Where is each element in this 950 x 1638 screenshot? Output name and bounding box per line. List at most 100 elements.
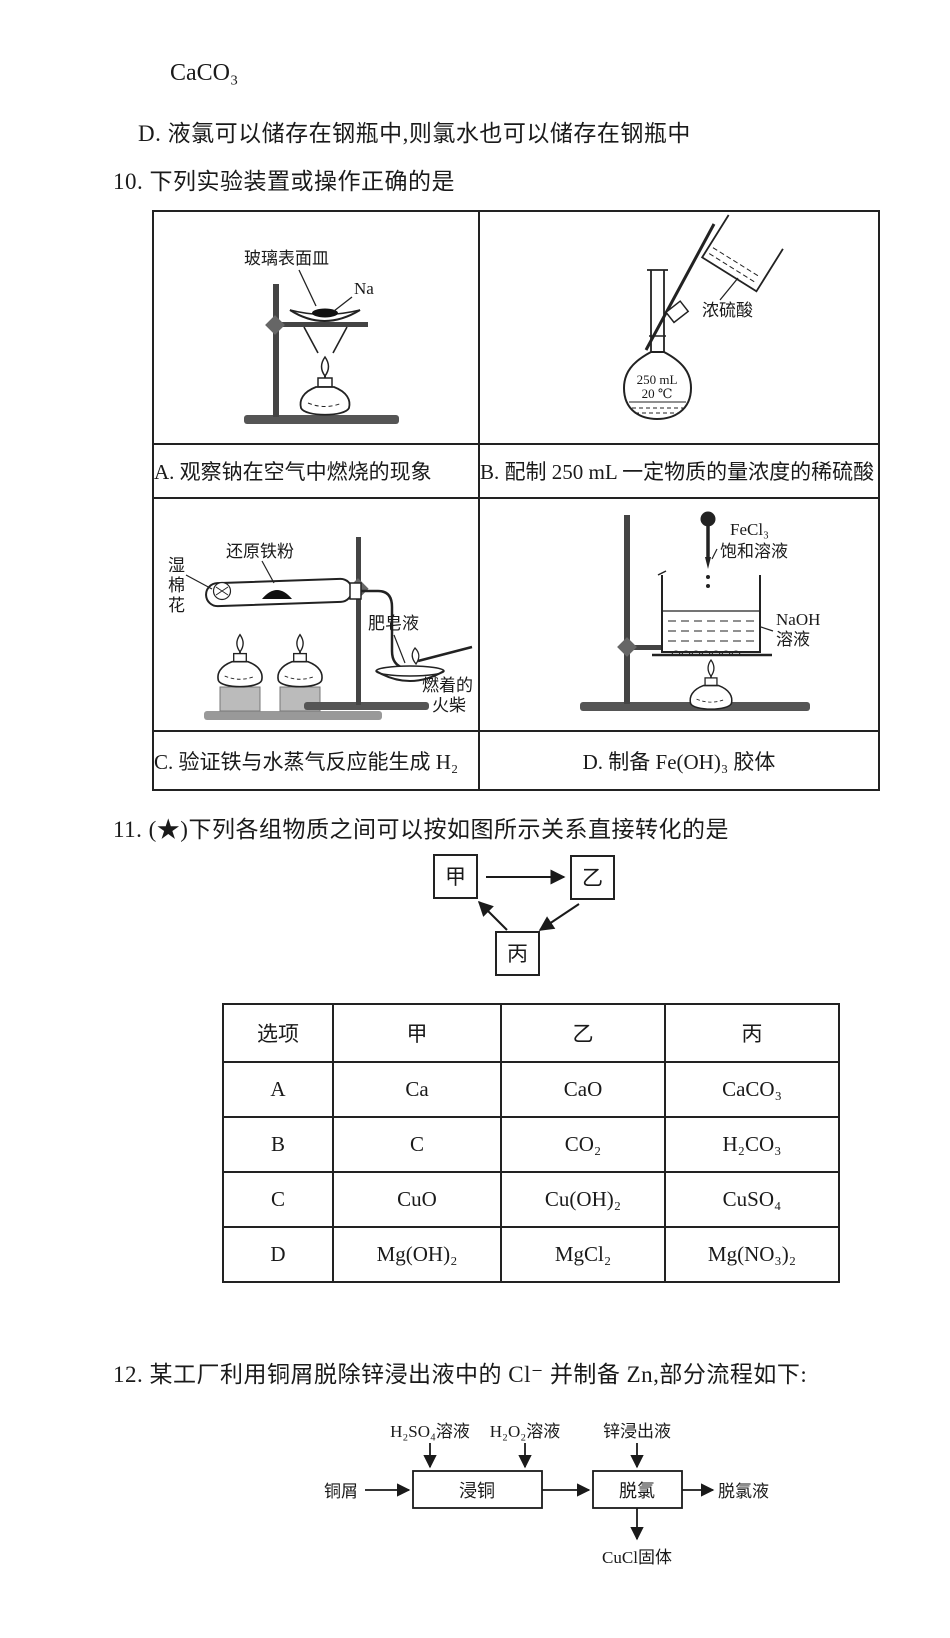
apparatus-b-svg: 250 mL 20 ℃ 浓硫酸: [622, 214, 784, 421]
wire-gauze: [652, 650, 772, 657]
glass-rod: [644, 223, 716, 351]
naoh-label: NaOH: [776, 610, 820, 629]
q11-cycle-diagram: 甲 乙 丙: [433, 854, 615, 976]
lamp-base-plate: [204, 686, 382, 720]
flow-input-leachate: 锌浸出液: [603, 1422, 671, 1441]
q11-d-bing: Mg(NO₃)₂: [664, 1226, 840, 1283]
q10-cell-d-diagram: FeCl₃ 饱和溶液 NaOH 溶液: [478, 497, 880, 732]
watch-glass-label: 玻璃表面皿: [244, 249, 329, 268]
q10-caption-a: A. 观察钠在空气中燃烧的现象: [152, 443, 480, 499]
acid-label: 浓硫酸: [702, 301, 753, 320]
watch-glass-leader: [298, 269, 317, 307]
q10-cell-a-diagram: 玻璃表面皿 Na: [152, 210, 480, 445]
q12-stem: 12. 某工厂利用铜屑脱除锌浸出液中的 Cl⁻ 并制备 Zn,部分流程如下:: [113, 1362, 808, 1387]
node-jia-box: [433, 854, 478, 899]
q11-d-option: D: [222, 1226, 334, 1283]
wet-cotton-label-1: 湿: [168, 556, 185, 575]
na-leader: [333, 296, 353, 312]
node-jia: 甲: [445, 865, 466, 889]
q11-stem: 11. (★)下列各组物质之间可以按如图所示关系直接转化的是: [113, 817, 729, 842]
q10-stem: 10. 下列实验装置或操作正确的是: [113, 169, 455, 194]
wet-cotton-leader: [185, 574, 213, 590]
q11-table: 选项 甲 乙 丙 A Ca CaO CaCO₃ B C CO₂ H₂CO₃ C …: [222, 1003, 840, 1283]
delivery-tube: [361, 589, 405, 670]
arrow-bing-to-jia: [477, 900, 508, 931]
alcohol-lamp: [689, 659, 733, 710]
beaker: [657, 570, 761, 653]
arrow-yi-to-bing: [538, 903, 580, 931]
formula-caco3: CaCO₃: [170, 60, 239, 86]
wet-cotton-label-2: 棉: [168, 576, 185, 595]
stopper: [349, 582, 362, 600]
soap-dish: [375, 665, 445, 682]
flow-box-tuolv-label: 脱氯: [619, 1481, 655, 1501]
volumetric-flask: 250 mL 20 ℃: [622, 269, 693, 421]
fecl3-label: FeCl₃: [730, 520, 769, 539]
q10-caption-b: B. 配制 250 mL 一定物质的量浓度的稀硫酸: [478, 443, 880, 499]
q11-row-c: C CuO Cu(OH)₂ CuSO₄: [222, 1171, 840, 1228]
flask-volume-mark: 250 mL: [637, 372, 678, 387]
q11-b-option: B: [222, 1116, 334, 1173]
iron-powder-label: 还原铁粉: [226, 542, 294, 561]
q11-a-bing: CaCO₃: [664, 1061, 840, 1118]
flow-input-h2so4: H₂SO₄溶液: [390, 1422, 470, 1441]
alcohol-lamp-left: [217, 633, 263, 688]
iron-powder-leader: [261, 560, 275, 584]
q11-row-b: B C CO₂ H₂CO₃: [222, 1116, 840, 1173]
q10-caption-d: D. 制备 Fe(OH)₃ 胶体: [478, 730, 880, 791]
soap-label: 肥皂液: [368, 614, 419, 633]
flow-input-copper: 铜屑: [324, 1482, 358, 1501]
q11-b-jia: C: [332, 1116, 502, 1173]
q11-c-bing: CuSO₄: [664, 1171, 840, 1228]
q11-a-option: A: [222, 1061, 334, 1118]
match-label-1: 燃着的: [422, 676, 473, 695]
q11-c-jia: CuO: [332, 1171, 502, 1228]
saturated-label: 饱和溶液: [720, 542, 788, 561]
q11-c-option: C: [222, 1171, 334, 1228]
reaction-tube: [205, 577, 362, 608]
apparatus-a-svg: 玻璃表面皿 Na: [244, 249, 399, 424]
apparatus-d-svg: FeCl₃ 饱和溶液 NaOH 溶液: [580, 511, 820, 711]
node-bing: 丙: [507, 942, 528, 966]
acid-leader: [719, 277, 739, 301]
q10-cell-c-diagram: 湿 棉 花 还原铁粉 肥皂液 燃着的 火柴: [152, 497, 480, 732]
dropper: [700, 511, 716, 588]
q11-header-jia: 甲: [332, 1003, 502, 1063]
q11-c-yi: Cu(OH)₂: [500, 1171, 666, 1228]
drop: [706, 584, 710, 588]
flow-output-liquid: 脱氯液: [718, 1482, 769, 1501]
q12-flow-diagram: H₂SO₄溶液 H₂O₂溶液 锌浸出液 铜屑 浸铜 脱氯 脱氯液 CuCl固体: [324, 1422, 769, 1567]
ring-arm: [276, 322, 368, 327]
na-label: Na: [354, 279, 374, 298]
watch-glass: [289, 308, 361, 322]
match-label-2: 火柴: [432, 696, 466, 715]
apparatus-c-svg: 湿 棉 花 还原铁粉 肥皂液 燃着的 火柴: [168, 537, 473, 720]
q11-b-bing: H₂CO₃: [664, 1116, 840, 1173]
flow-box-jintong: [412, 1470, 543, 1509]
drop: [706, 575, 710, 579]
q11-header-bing: 丙: [664, 1003, 840, 1063]
flow-input-h2o2: H₂O₂溶液: [490, 1422, 560, 1441]
q11-header-row: 选项 甲 乙 丙: [222, 1003, 840, 1063]
q11-b-yi: CO₂: [500, 1116, 666, 1173]
q11-a-jia: Ca: [332, 1061, 502, 1118]
option-d-text: D. 液氯可以储存在钢瓶中,则氯水也可以储存在钢瓶中: [138, 121, 691, 146]
q10-table: 玻璃表面皿 Na: [152, 210, 880, 791]
small-bottle: [664, 300, 690, 324]
flow-output-cucl: CuCl固体: [602, 1548, 672, 1567]
wet-cotton-label-3: 花: [168, 596, 185, 615]
clamp-knob: [265, 315, 285, 335]
alcohol-lamp-right: [277, 633, 323, 688]
q10-cell-b-diagram: 250 mL 20 ℃ 浓硫酸: [478, 210, 880, 445]
retort-stand: [244, 284, 399, 424]
pouring-beaker: [700, 214, 784, 293]
node-bing-box: [495, 931, 540, 976]
node-yi: 乙: [582, 866, 603, 890]
q11-d-yi: MgCl₂: [500, 1226, 666, 1283]
support-funnel: [303, 326, 348, 354]
naoh-leader: [760, 626, 774, 632]
soap-leader: [393, 634, 406, 664]
stand-base: [244, 415, 399, 424]
iron-powder-mound: [262, 590, 292, 599]
